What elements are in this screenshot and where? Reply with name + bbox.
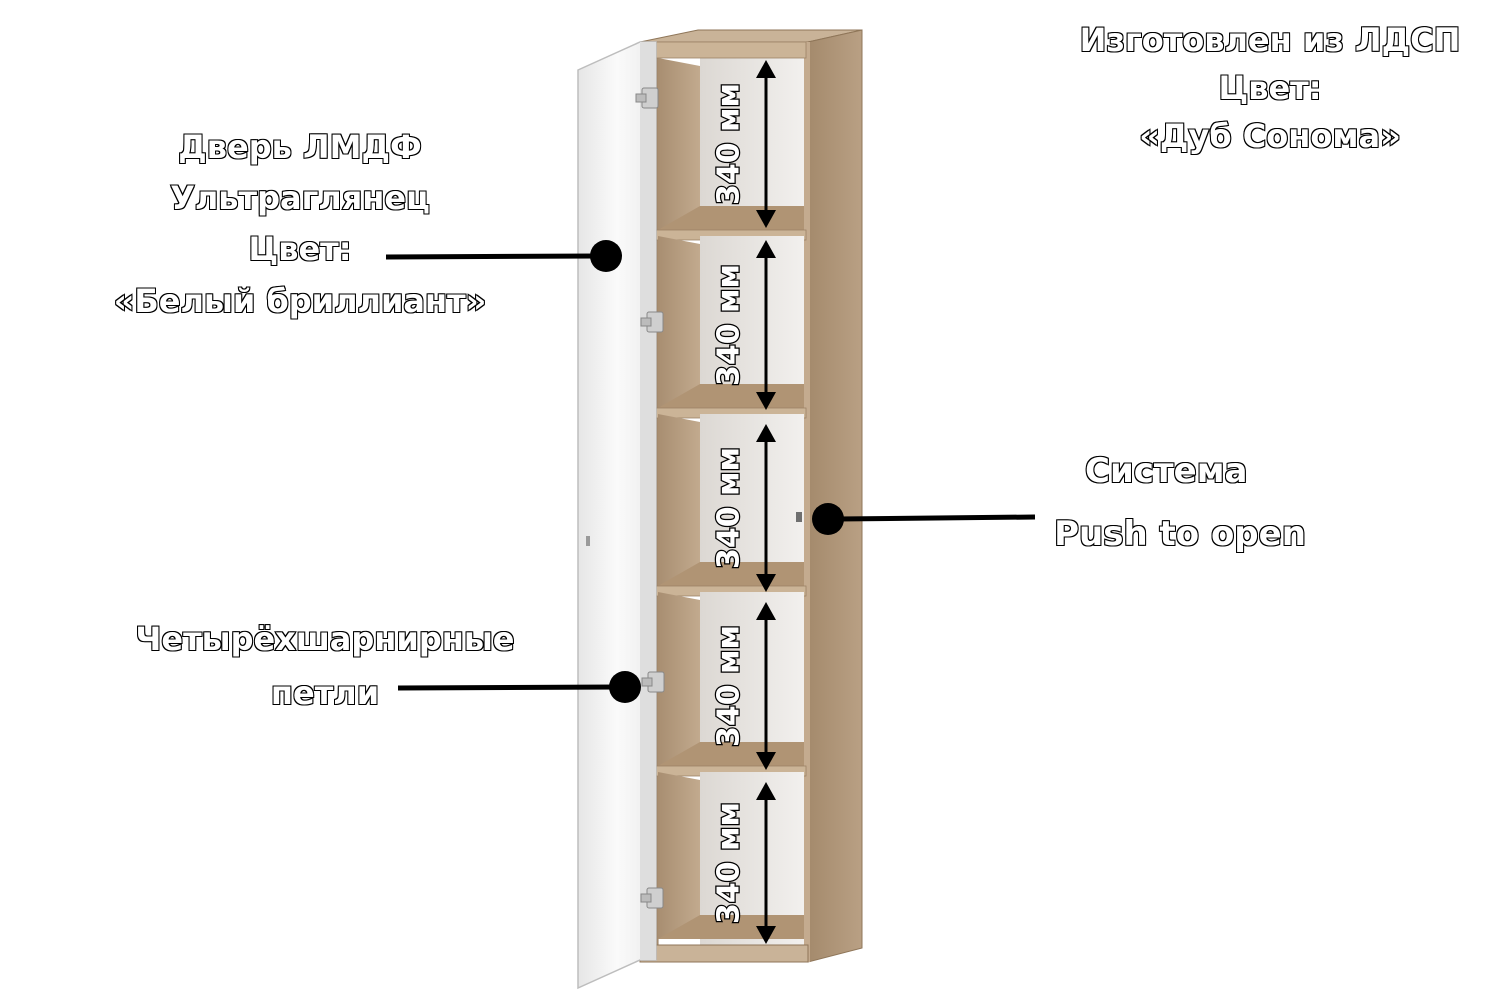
push-line-2: Push to open — [1053, 513, 1307, 555]
hinge-icon — [640, 311, 664, 333]
door-line-4: «Белый бриллиант» — [113, 281, 488, 321]
hinge-icon — [635, 87, 659, 109]
callout-push — [812, 503, 1036, 535]
bottom-panel — [639, 944, 809, 963]
dimension-label: 340 мм — [712, 83, 747, 205]
callout-dot — [609, 671, 641, 703]
hinge-icon — [641, 671, 665, 693]
material-line-1: Изготовлен из ЛДСП — [1079, 20, 1462, 60]
push-to-open-label: Система Push to open — [1030, 440, 1330, 566]
dimension-arrow: 340 мм — [710, 424, 776, 592]
callout-dot — [590, 240, 622, 272]
right-side-panel — [807, 29, 863, 963]
hinges-line-1: Четырёхшарнирные — [135, 619, 516, 659]
door-push-latch — [586, 536, 590, 546]
dimension-arrow: 340 мм — [710, 240, 776, 410]
push-line-1: Система — [1084, 450, 1248, 492]
callout-door — [385, 240, 622, 272]
hinges-label: Четырёхшарнирные петли — [90, 612, 560, 721]
door-line-1: Дверь ЛМДФ — [177, 127, 422, 167]
hinges-line-2: петли — [270, 673, 380, 713]
right-front-edge — [804, 42, 810, 962]
door-line-2: Ультраглянец — [169, 178, 431, 218]
door-label: Дверь ЛМДФ Ультраглянец Цвет: «Белый бри… — [80, 122, 520, 327]
material-label: Изготовлен из ЛДСП Цвет: «Дуб Сонома» — [1060, 16, 1480, 160]
hinge-icon — [640, 887, 664, 909]
door-edge — [640, 42, 656, 960]
dimension-arrow: 340 мм — [710, 60, 776, 228]
dimension-label: 340 мм — [712, 625, 747, 747]
callout-hinges — [397, 671, 641, 703]
dimension-label: 340 мм — [712, 264, 747, 386]
push-mechanism — [796, 512, 802, 522]
dimension-arrow: 340 мм — [710, 782, 776, 944]
material-line-3: «Дуб Сонома» — [1138, 116, 1402, 156]
material-line-2: Цвет: — [1218, 68, 1323, 108]
door-line-3: Цвет: — [248, 229, 353, 269]
callout-dot — [812, 503, 844, 535]
dimension-label: 340 мм — [712, 802, 747, 924]
dimensions: 340 мм 340 мм 340 мм 340 мм 340 мм — [710, 60, 776, 944]
dimension-arrow: 340 мм — [710, 602, 776, 770]
dimension-label: 340 мм — [712, 447, 747, 569]
